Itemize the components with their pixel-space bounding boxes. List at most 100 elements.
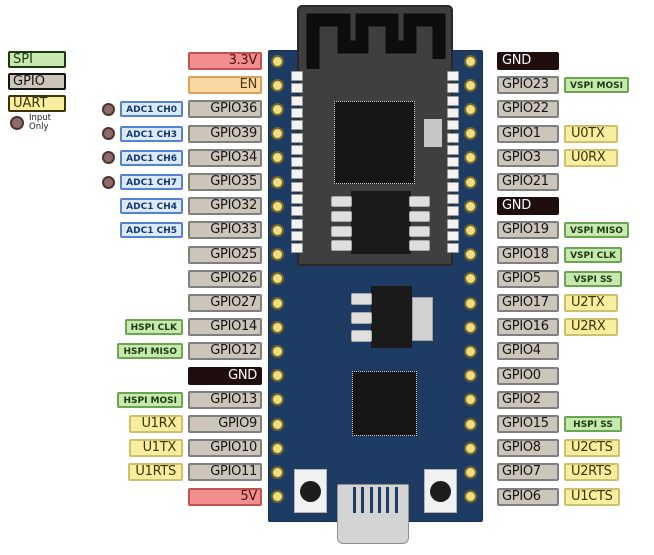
pin-function-label: VSPI MISO (564, 222, 629, 239)
pin-name-label: GPIO13 (188, 390, 262, 409)
usb-contact (394, 487, 398, 513)
esp32-chip (334, 101, 415, 184)
module-pad (447, 243, 459, 254)
module-pad (291, 181, 303, 192)
pin-name-label: GPIO16 (497, 318, 559, 337)
pin-name-label: GND (188, 366, 262, 385)
pin-hole (464, 417, 477, 431)
pin-hole (271, 465, 284, 479)
pin-hole (271, 248, 284, 262)
module-pad (291, 194, 303, 204)
module-pad (447, 206, 459, 217)
pin-row-gpio21: GPIO21 (497, 173, 559, 191)
pin-name-label: GPIO10 (188, 439, 262, 458)
pin-hole (464, 296, 477, 310)
pin-name-label: GPIO22 (497, 100, 559, 119)
pin-function-label: HSPI SS (564, 416, 622, 432)
module-pad (447, 181, 459, 192)
pin-function-label: HSPI CLK (124, 319, 183, 336)
pin-name-label: GPIO27 (188, 294, 262, 312)
module-pad (447, 83, 459, 94)
module-pad (291, 218, 303, 229)
legend-uart: UART (8, 95, 66, 112)
pin-function-label: ADC1 CH6 (120, 149, 183, 166)
pin-name-label: GPIO32 (188, 197, 262, 216)
input-only-dot (102, 175, 116, 189)
pin-name-label: GPIO3 (497, 148, 559, 167)
pin-row-5v: 5V (188, 487, 262, 506)
pin-hole (464, 54, 477, 68)
pin-row-gpio22: GPIO22 (497, 100, 559, 119)
pin-hole (271, 78, 284, 92)
module-pad (291, 206, 303, 217)
pin-name-label: GPIO17 (497, 294, 559, 312)
pin-hole (464, 78, 477, 92)
pin-name-label: GPIO12 (188, 342, 262, 361)
pin-function-label: ADC1 CH3 (120, 125, 183, 142)
module-pad (291, 230, 303, 241)
pin-row-3.3v: 3.3V (188, 52, 262, 70)
module-pad (447, 132, 459, 143)
pin-name-label: GPIO35 (188, 173, 262, 191)
pin-name-label: GPIO11 (188, 463, 262, 482)
push-button-cap (430, 480, 451, 502)
pin-hole (464, 102, 477, 116)
input-only-dot (102, 127, 116, 141)
pin-hole (464, 369, 477, 383)
pin-name-label: GPIO23 (497, 76, 559, 95)
pin-hole (271, 199, 284, 213)
pin-hole (271, 441, 284, 455)
module-pad (291, 83, 303, 94)
module-pad (291, 95, 303, 106)
module-pad (291, 107, 303, 118)
pin-name-label: GPIO34 (188, 148, 262, 167)
usb-uart-chip (352, 371, 417, 436)
pin-name-label: GPIO19 (497, 221, 559, 240)
module-pad (291, 243, 303, 254)
pin-row-gpio34: ADC1 CH6 GPIO34 (102, 148, 262, 167)
pin-name-label: GND (497, 197, 559, 216)
pin-name-label: GPIO26 (188, 269, 262, 288)
pin-function-label: U2RTS (564, 463, 619, 482)
pin-name-label: GPIO33 (188, 221, 262, 240)
push-button-left (294, 469, 327, 513)
pin-name-label: GPIO1 (497, 124, 559, 143)
pin-name-label: GPIO0 (497, 366, 559, 385)
pin-row-gpio11: U1RTS GPIO11 (128, 463, 262, 482)
pin-hole (271, 417, 284, 431)
module-pad (447, 71, 459, 81)
pin-function-label: U1RTS (128, 463, 183, 482)
pin-row-gpio4: GPIO4 (497, 342, 559, 361)
chip-leg (409, 196, 430, 207)
pin-function-label: U0TX (564, 124, 618, 143)
push-button-right (424, 469, 457, 513)
regulator-leg (351, 330, 372, 342)
legend-spi: SPI (8, 51, 66, 68)
module-pad (447, 218, 459, 229)
module-pad (447, 169, 459, 180)
pin-hole (464, 344, 477, 358)
module-pad (291, 157, 303, 168)
pin-name-label: GPIO4 (497, 342, 559, 361)
chip-leg (331, 226, 352, 237)
pin-hole (464, 393, 477, 407)
pin-name-label: GPIO2 (497, 390, 559, 409)
pin-hole (271, 320, 284, 334)
regulator-leg (351, 293, 372, 305)
pin-name-label: GPIO18 (497, 245, 559, 264)
chip-leg (409, 226, 430, 237)
chip-leg (331, 240, 352, 251)
pin-row-gpio2: GPIO2 (497, 390, 559, 409)
chip-leg (409, 240, 430, 251)
pin-row-gpio1: GPIO1 U0TX (497, 124, 618, 143)
pin-hole (271, 272, 284, 286)
